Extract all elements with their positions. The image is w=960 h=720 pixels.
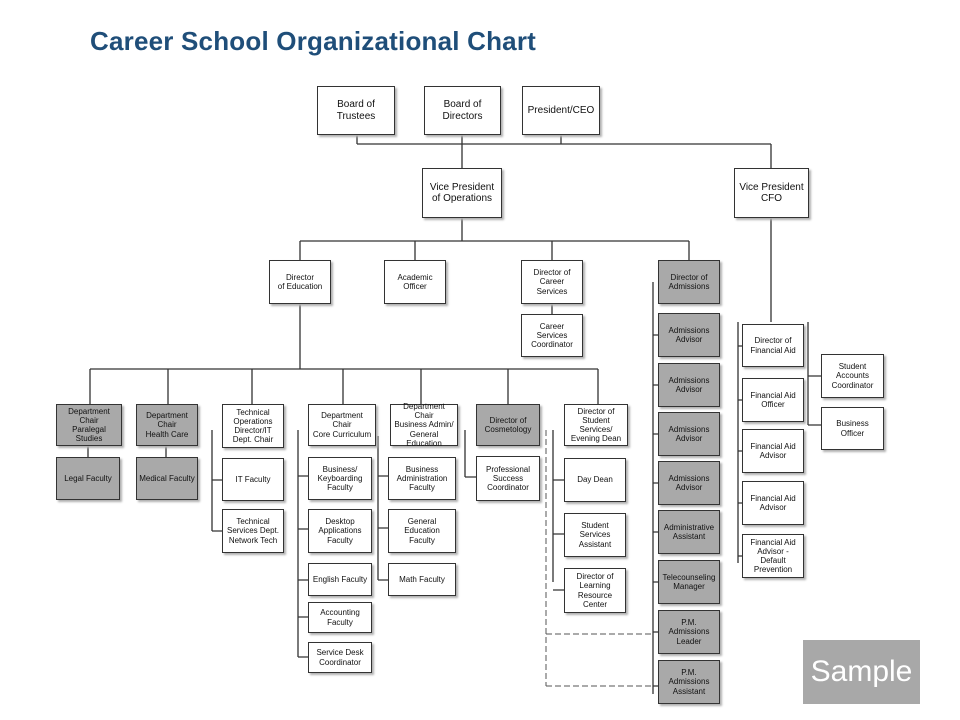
academic-officer-box: Academic Officer <box>384 260 446 304</box>
financial-aid-advisor-box: Financial Aid Advisor <box>742 481 804 525</box>
admissions-advisor-box: Admissions Advisor <box>658 461 720 505</box>
chair-core-curriculum-box: Department Chair Core Curriculum <box>308 404 376 446</box>
admissions-advisor-box: Admissions Advisor <box>658 412 720 456</box>
service-desk-coordinator-box: Service Desk Coordinator <box>308 642 372 673</box>
vp-operations-box: Vice President of Operations <box>422 168 502 218</box>
president-ceo-box: President/CEO <box>522 86 600 135</box>
day-dean-box: Day Dean <box>564 458 626 502</box>
chair-business-admin-box: Department Chair Business Admin/ General… <box>390 402 458 448</box>
telecounseling-manager-box: Telecounseling Manager <box>658 560 720 604</box>
director-financial-aid-box: Director of Financial Aid <box>742 324 804 367</box>
student-services-assistant-box: Student Services Assistant <box>564 513 626 557</box>
technical-operations-director-box: Technical Operations Director/IT Dept. C… <box>222 404 284 448</box>
english-faculty-box: English Faculty <box>308 563 372 596</box>
admissions-advisor-box: Admissions Advisor <box>658 363 720 407</box>
page-title: Career School Organizational Chart <box>90 26 537 56</box>
sample-badge: Sample <box>803 640 920 704</box>
director-student-services-box: Director of Student Services/ Evening De… <box>564 404 628 446</box>
chair-paralegal-studies-box: Department Chair Paralegal Studies <box>56 404 122 446</box>
director-cosmetology-box: Director of Cosmetology <box>476 404 540 446</box>
business-keyboarding-faculty-box: Business/ Keyboarding Faculty <box>308 457 372 500</box>
vp-cfo-box: Vice President CFO <box>734 168 809 218</box>
legal-faculty-box: Legal Faculty <box>56 457 120 500</box>
career-services-coordinator-box: Career Services Coordinator <box>521 314 583 357</box>
business-officer-box: Business Officer <box>821 407 884 450</box>
director-learning-resource-center-box: Director of Learning Resource Center <box>564 568 626 613</box>
network-tech-box: Technical Services Dept. Network Tech <box>222 509 284 553</box>
general-education-faculty-box: General Education Faculty <box>388 509 456 553</box>
math-faculty-box: Math Faculty <box>388 563 456 596</box>
director-of-education-box: Director of Education <box>269 260 331 304</box>
financial-aid-default-prevention-box: Financial Aid Advisor - Default Preventi… <box>742 534 804 578</box>
board-of-directors-box: Board of Directors <box>424 86 501 135</box>
admissions-advisor-box: Admissions Advisor <box>658 313 720 357</box>
administrative-assistant-box: Administrative Assistant <box>658 510 720 554</box>
student-accounts-coordinator-box: Student Accounts Coordinator <box>821 354 884 398</box>
director-of-admissions-box: Director of Admissions <box>658 260 720 304</box>
financial-aid-officer-box: Financial Aid Officer <box>742 378 804 422</box>
board-of-trustees-box: Board of Trustees <box>317 86 395 135</box>
desktop-applications-faculty-box: Desktop Applications Faculty <box>308 509 372 553</box>
chair-health-care-box: Department Chair Health Care <box>136 404 198 446</box>
professional-success-coordinator-box: Professional Success Coordinator <box>476 456 540 501</box>
it-faculty-box: IT Faculty <box>222 458 284 501</box>
director-career-services-box: Director of Career Services <box>521 260 583 304</box>
business-administration-faculty-box: Business Administration Faculty <box>388 457 456 500</box>
accounting-faculty-box: Accounting Faculty <box>308 602 372 633</box>
pm-admissions-assistant-box: P.M. Admissions Assistant <box>658 660 720 704</box>
pm-admissions-leader-box: P.M. Admissions Leader <box>658 610 720 654</box>
medical-faculty-box: Medical Faculty <box>136 457 198 500</box>
financial-aid-advisor-box: Financial Aid Advisor <box>742 429 804 473</box>
